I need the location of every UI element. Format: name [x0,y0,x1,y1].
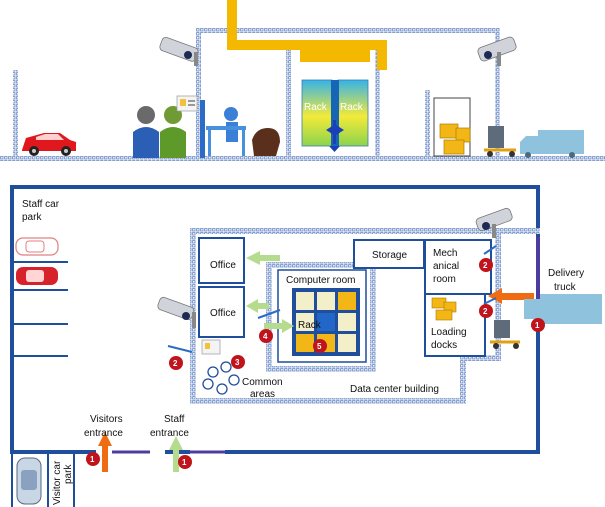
visitor-car-icon [16,457,42,505]
marker-5-rack: 5 [313,339,327,353]
delivery-truck-label-1: Delivery [548,268,584,279]
storage-room [353,239,425,269]
yellow-duct-cap [300,50,370,62]
marker-3-common-areas: 3 [231,355,245,369]
staff-car-park-label-2: park [22,212,42,223]
marker-1-visitors: 1 [86,452,100,466]
boxes-icon [431,297,457,321]
mech-room-label-3: room [433,274,456,285]
ground-line [0,156,605,161]
delivery-gate [536,237,540,332]
green-arrow-staff [169,436,183,472]
visitor-car-park [11,452,75,507]
green-arrow-to-office-top [246,251,280,265]
mech-room-label-2: anical [433,261,459,272]
yellow-duct-vertical [227,0,237,46]
svg-text:2: 2 [483,307,488,316]
security-camera-icon [477,36,517,66]
left-fence [13,70,18,158]
marker-2-building-entry: 2 [169,356,183,370]
svg-text:2: 2 [483,261,488,270]
rack-left-label: Rack [304,102,328,113]
marker-1-staff: 1 [178,455,192,469]
loading-door [433,97,471,157]
staff-entrance-label-2: entrance [150,428,189,439]
server-room-left-wall [286,40,291,158]
airflow-arrows-icon [326,120,344,152]
rack-label: Rack [298,320,322,331]
inner-divider [425,90,430,158]
visitor-car-park-label-2: park [63,464,74,484]
yellow-duct-drop [377,40,387,70]
data-center-building-label: Data center building [350,384,439,395]
loading-docks-label-2: docks [431,340,457,351]
parked-red-car-icon [16,267,58,285]
building-left-wall [196,28,201,158]
security-door [200,100,205,158]
delivery-truck-label-2: truck [554,282,577,293]
green-arrow-to-rack [264,319,294,333]
marker-1-delivery: 1 [531,318,545,332]
office-top-room [198,237,245,284]
visitors-entrance-label-1: Visitors [90,414,123,425]
common-areas-label-2: areas [250,389,275,400]
office-bottom-room [198,286,245,338]
rack-right: Rack [337,79,369,147]
door-swing-icon [167,245,497,353]
marker-4-computer-room-entry: 4 [259,329,273,343]
svg-text:5: 5 [317,342,322,351]
office-top-label: Office [210,260,236,271]
security-camera-icon [157,296,196,328]
boxes-icon [439,123,471,155]
yellow-duct-horizontal [227,40,387,50]
perimeter-wall [10,185,540,454]
common-areas-icon [202,361,240,395]
loading-docks-label-1: Loading [431,327,467,338]
marker-2-mech-room: 2 [479,258,493,272]
server-room-right-wall [375,40,380,158]
parking-bay-lines [12,261,68,357]
svg-text:1: 1 [90,455,95,464]
mech-room-label-1: Mech [433,248,457,259]
svg-text:2: 2 [173,359,178,368]
red-car-icon [22,133,76,156]
rack-left: Rack [301,79,333,147]
svg-text:1: 1 [535,321,540,330]
floor-plan: Staff car park [10,185,602,507]
orange-arrow-delivery [488,288,534,304]
building-roof [196,28,500,33]
delivery-truck-icon [524,294,602,324]
rack-door-panel [331,80,339,146]
hand-truck-icon [490,320,520,349]
office-bottom-label: Office [210,308,236,319]
computer-room-label: Computer room [286,275,355,286]
person-icon [133,106,159,158]
parked-car-outline-icon [15,237,59,256]
cross-section-view: Rack Rack [0,0,605,161]
access-card-reader-icon [176,95,198,112]
access-card-reader-icon [201,339,221,355]
staff-entrance-label-1: Staff [164,414,185,425]
svg-text:1: 1 [182,458,187,467]
office-worker-desk-icon [206,107,280,156]
svg-text:3: 3 [235,358,240,367]
staff-car-park-label-1: Staff car [22,199,60,210]
hand-truck-icon [484,126,516,157]
person-icon [160,106,186,158]
storage-label: Storage [372,250,407,261]
delivery-truck-icon [520,130,584,158]
visitor-car-park-label-1: Visitor car [52,460,63,505]
visitors-entrance-label-2: entrance [84,428,123,439]
security-camera-icon [159,36,199,66]
rack-right-label: Rack [340,102,364,113]
marker-2-loading-docks: 2 [479,304,493,318]
building-right-wall [495,28,500,158]
green-arrow-to-office-bottom [246,299,269,313]
common-areas-label-1: Common [242,377,283,388]
svg-text:4: 4 [263,332,268,341]
orange-arrow-visitors [98,432,112,472]
security-camera-icon [475,207,513,238]
